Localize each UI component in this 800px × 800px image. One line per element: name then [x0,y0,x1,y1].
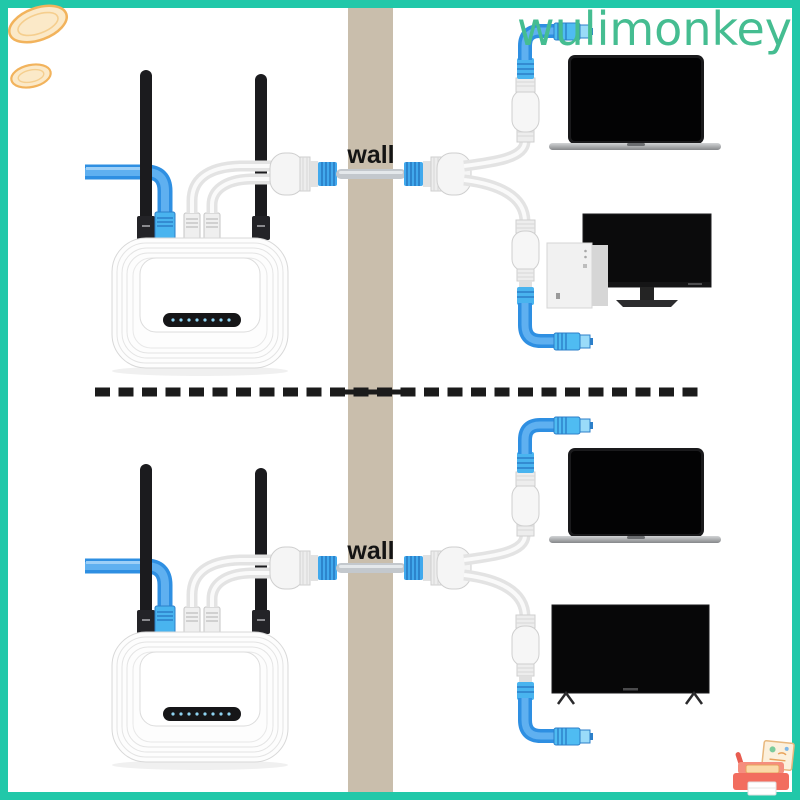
wall-bar [348,8,393,792]
desktop-pc-icon [546,242,608,309]
wall-label-bottom: wall [347,537,395,565]
scene-bottom [85,417,721,770]
scene-top [85,23,721,376]
wall-label-top: wall [347,141,395,169]
laptop-icon [549,55,721,150]
cash-register-icon [733,739,795,796]
laptop-icon [549,448,721,543]
coins-icon [8,4,68,89]
tv-icon [551,604,710,705]
divider-dashed-line [95,387,702,397]
watermark-text: wulimonkey [517,2,792,56]
